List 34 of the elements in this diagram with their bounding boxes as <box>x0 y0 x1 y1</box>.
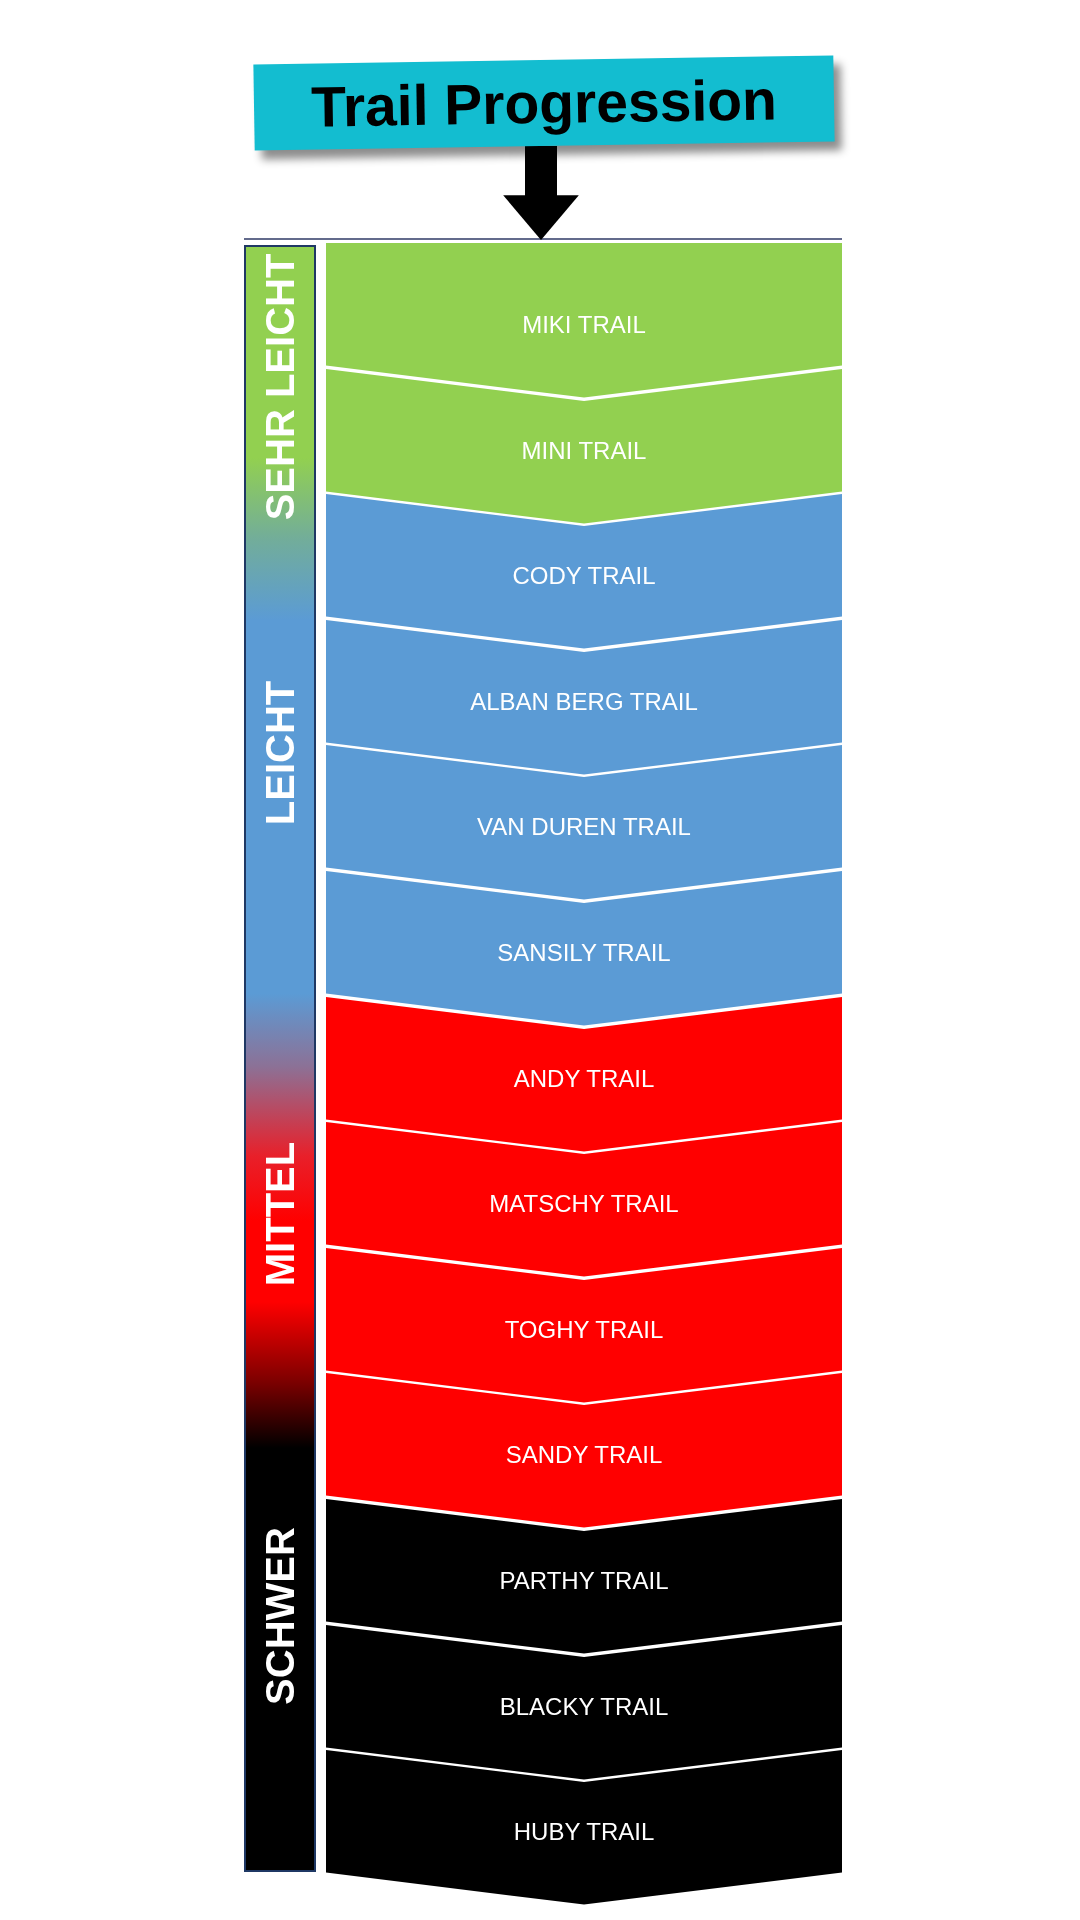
chevron-step <box>326 243 842 398</box>
trail-name: VAN DUREN TRAIL <box>477 813 691 842</box>
trail-name: MATSCHY TRAIL <box>489 1190 679 1218</box>
chevron-step <box>326 1750 842 1905</box>
chevron-step <box>326 1624 842 1780</box>
difficulty-label: LEICHT <box>260 680 300 826</box>
trail-name: ALBAN BERG TRAIL <box>470 688 698 716</box>
chevron-step <box>326 1247 842 1403</box>
chevron-step <box>326 996 842 1152</box>
chevron-step <box>326 871 842 1026</box>
trail-name: MIKI TRAIL <box>522 311 646 339</box>
chevron-step <box>326 1499 842 1654</box>
difficulty-bar <box>244 245 316 1872</box>
chevron-step <box>326 619 842 775</box>
trail-name: HUBY TRAIL <box>513 1818 655 1846</box>
trail-name: ANDY TRAIL <box>513 1064 655 1093</box>
title-banner <box>253 55 835 151</box>
trail-name: TOGHY TRAIL <box>504 1316 664 1344</box>
arrow <box>503 146 579 240</box>
trail-name: MINI TRAIL <box>521 436 647 465</box>
chevron-step <box>326 494 842 649</box>
trail-name: SANSILY TRAIL <box>497 939 671 967</box>
difficulty-label: MITTEL <box>260 1141 300 1287</box>
title-text: Trail Progression <box>310 68 778 138</box>
chevron-step <box>326 1373 842 1528</box>
difficulty-label: SCHWER <box>260 1527 300 1705</box>
chevron-step <box>326 368 842 524</box>
trail-name: CODY TRAIL <box>512 562 656 590</box>
chevron-step <box>326 745 842 900</box>
chevron-step <box>326 1122 842 1277</box>
trail-name: SANDY TRAIL <box>505 1441 663 1470</box>
trail-name: PARTHY TRAIL <box>499 1567 669 1595</box>
difficulty-label: SEHR LEICHT <box>260 253 300 521</box>
trail-name: BLACKY TRAIL <box>499 1692 669 1721</box>
